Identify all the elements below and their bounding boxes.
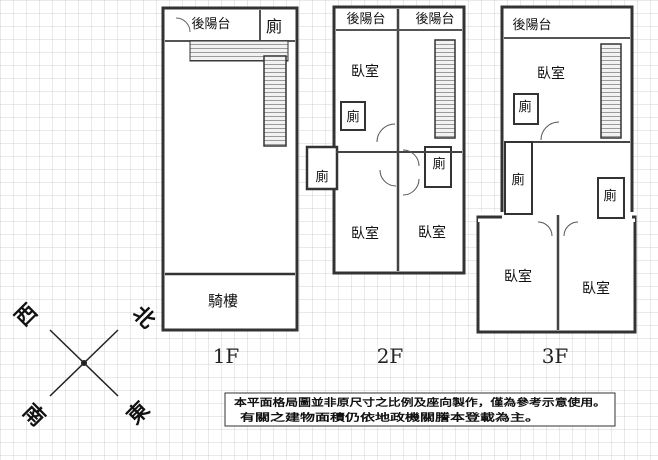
floor-3f-joint <box>478 212 635 222</box>
floor-2f-door-swing-c <box>379 169 397 187</box>
floor-3f-bedroom-lower-left-label: 臥室 <box>504 268 532 285</box>
floor-1f-staircase <box>263 55 287 147</box>
floor-2f-rear-balcony-left-label: 後陽台 <box>346 12 385 27</box>
floor-3f-toilet-mid-label: 廁 <box>511 172 524 188</box>
floor-1f-rear-balcony-label: 後陽台 <box>191 17 230 32</box>
floor-2f-toilet-left-box <box>305 145 339 191</box>
floor-2f-door-swing-a <box>376 123 396 143</box>
floor-2f-plan: 後陽台 後陽台 臥室 廁 廁 廁 臥室 臥室 <box>305 5 466 275</box>
floor-1f-arcade-label: 騎樓 <box>208 292 238 310</box>
floor-1f-title: 1F <box>213 344 240 368</box>
floor-2f-rear-balcony-right-label: 後陽台 <box>415 12 454 27</box>
floor-3f-toilet-upper-label: 廁 <box>518 99 531 115</box>
floor-2f-toilet-upper-label: 廁 <box>346 109 359 125</box>
floor-3f-title: 3F <box>542 344 569 368</box>
floor-3f-plan: 後陽台 臥室 廁 廁 廁 臥室 臥室 <box>476 5 637 334</box>
floor-2f-title: 2F <box>377 344 404 368</box>
compass-center <box>81 360 87 366</box>
floor-3f-rear-balcony-label: 後陽台 <box>512 18 551 33</box>
floor-3f-door-swing-b <box>537 221 553 237</box>
floor-1f-toilet-label: 廁 <box>266 17 282 36</box>
disclaimer-box: 本平面格局圖並非原尺寸之比例及座向製作，僅為參考示意使用。 有關之建物面積仍依地… <box>224 392 616 427</box>
floor-3f-door-swing-c <box>563 221 579 237</box>
disclaimer-line-1: 本平面格局圖並非原尺寸之比例及座向製作，僅為參考示意使用。 <box>234 396 606 409</box>
floor-3f-toilet-right-box <box>597 177 625 219</box>
floor-3f-bedroom-lower-right-label: 臥室 <box>582 280 610 297</box>
floor-3f-toilet-mid-box <box>504 141 533 215</box>
floor-3f-outline-lower <box>476 215 637 334</box>
floor-2f-staircase <box>434 39 456 139</box>
floor-2f-toilet-right-box <box>424 146 452 188</box>
floor-2f-bedroom-upper-label: 臥室 <box>351 63 379 80</box>
floor-3f-bedroom-upper-label: 臥室 <box>537 65 565 82</box>
floor-3f-toilet-right-label: 廁 <box>603 188 616 204</box>
floor-2f-door-swing-d <box>402 178 420 196</box>
floor-2f-bedroom-lower-right-label: 臥室 <box>418 224 446 241</box>
floor-2f-toilet-upper-box <box>340 101 366 131</box>
floor-1f-door-swing <box>175 17 191 33</box>
floor-3f-staircase <box>600 43 622 139</box>
floor-2f-door-swing-b <box>402 149 420 167</box>
floor-2f-toilet-right-label: 廁 <box>432 156 445 172</box>
floor-2f-toilet-left-label: 廁 <box>315 169 328 185</box>
disclaimer-frame <box>224 392 616 427</box>
floor-2f-bedroom-lower-left-label: 臥室 <box>351 225 379 242</box>
floor-3f-door-swing-a <box>540 121 560 141</box>
disclaimer-line-2: 有關之建物面積仍依地政機關謄本登載為主。 <box>240 411 540 424</box>
floor-3f-toilet-upper-box <box>513 93 539 125</box>
floor-1f-plan: 後陽台 廁 騎樓 <box>161 6 299 332</box>
